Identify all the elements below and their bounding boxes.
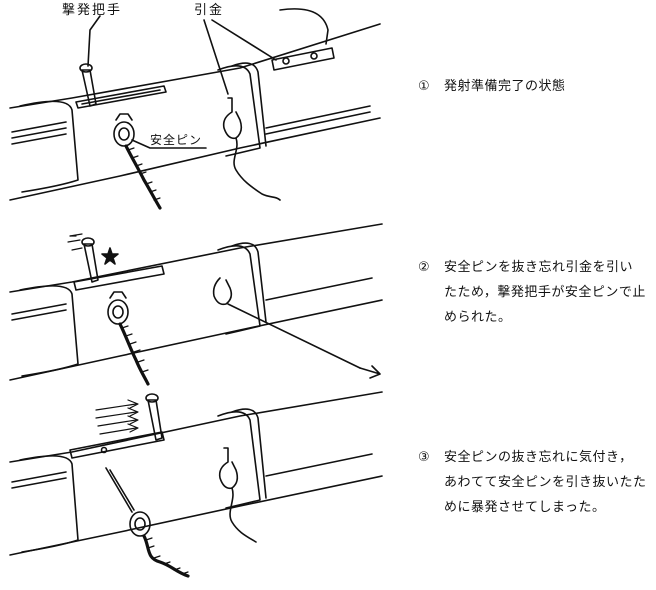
panel-2-lanyard-taut — [227, 303, 361, 369]
panel-1-lanyard-leader-b — [211, 19, 277, 61]
panel-2-pin-forgotten — [9, 223, 383, 386]
panel-2-left-collar — [19, 285, 79, 377]
panel-1-handle-rail — [75, 85, 167, 109]
caption-2-line-3: められた。 — [444, 310, 512, 325]
panel-3-right-collar — [217, 411, 261, 509]
panel-3-trigger — [218, 447, 239, 490]
caption-1: ① 発射準備完了の状態 — [418, 74, 648, 99]
caption-3-line-3: めに暴発させてしまった。 — [444, 500, 606, 515]
panel-3-safety-pin-ring — [129, 511, 151, 537]
caption-3-line-1: 安全ピンの抜き忘れに気付き， — [444, 450, 633, 465]
panel-3-lanyard — [229, 487, 257, 543]
panel-2-tube-top-edge — [9, 223, 383, 293]
panel-1-pin-cord — [124, 144, 162, 210]
panel-1-lanyard-leader-a — [203, 19, 229, 95]
panel-1-tube-top-edge — [9, 23, 381, 109]
panel-2-pull-arrow — [359, 365, 381, 379]
panel-3-handle-rail — [69, 431, 165, 459]
panel-1-safety-pin-ring — [113, 121, 135, 147]
caption-3-line-2: あわてて安全ピンを引き抜いたた — [444, 475, 647, 490]
panel-3-pin-cord — [142, 534, 190, 578]
label-striker-handle: 撃発把手 — [62, 2, 122, 18]
panel-3-striker-handle — [147, 399, 163, 441]
panel-1-left-collar — [19, 100, 79, 193]
panel-2-trigger — [212, 277, 233, 306]
panel-1-tube-bottom-edge — [9, 117, 381, 201]
caption-2: ② 安全ピンを抜き忘れ引金を引い たため，撃発把手が安全ピンで止 められた。 — [418, 255, 650, 330]
panel-3-motion-lines — [95, 403, 137, 435]
panel-1-lanyard — [233, 137, 281, 201]
caption-3: ③ 安全ピンの抜き忘れに気付き， あわてて安全ピンを引き抜いたた めに暴発させてし… — [418, 445, 650, 520]
caption-1-number: ① — [418, 79, 431, 94]
caption-3-number: ③ — [418, 450, 431, 465]
caption-2-number: ② — [418, 260, 431, 275]
panel-3-tube-top-edge — [9, 391, 383, 463]
panel-1-ready-state: 撃発把手 引金 安全ピン — [9, 2, 381, 210]
panel-2-pin-cord — [118, 322, 150, 386]
panel-1-right-collar — [217, 65, 261, 157]
panel-1-striker-leader — [87, 15, 101, 67]
panel-2-impact-star — [101, 247, 119, 265]
caption-1-line-1: 発射準備完了の状態 — [444, 79, 566, 94]
panel-1-pin-leader — [131, 139, 207, 149]
panel-2-right-collar — [217, 245, 261, 335]
panel-3-safety-pin — [105, 467, 133, 513]
panel-2-handle-rail — [73, 265, 165, 291]
label-safety-pin: 安全ピン — [150, 132, 202, 147]
label-lanyard: 引金 — [194, 2, 224, 18]
panel-3-left-collar — [19, 455, 79, 553]
panel-3-accidental-discharge — [9, 391, 383, 578]
panel-1-striker-handle — [81, 69, 97, 107]
caption-2-line-2: たため，撃発把手が安全ピンで止 — [444, 285, 646, 300]
panel-1-lanyard-clip — [271, 47, 335, 71]
caption-2-line-1: 安全ピンを抜き忘れ引金を引い — [444, 260, 634, 275]
panel-2-safety-pin-ring — [107, 299, 129, 325]
panel-2-striker-handle — [83, 243, 99, 283]
panel-1-trigger — [222, 97, 243, 140]
